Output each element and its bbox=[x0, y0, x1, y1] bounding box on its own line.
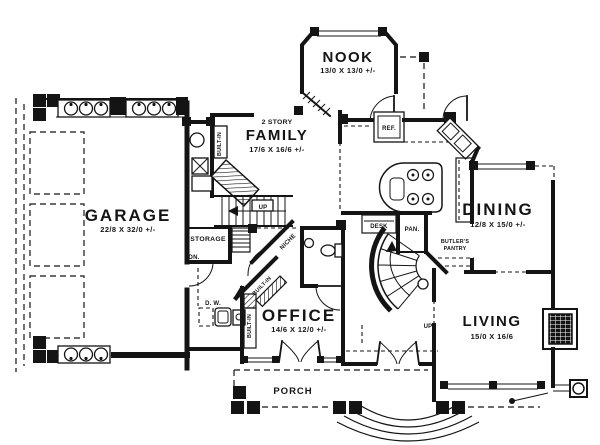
refrigerator-box bbox=[373, 111, 405, 143]
washer-box bbox=[214, 307, 232, 327]
storage-label: STORAGE bbox=[190, 236, 226, 243]
nook-label: NOOK bbox=[323, 49, 374, 66]
porch-columns bbox=[231, 386, 465, 414]
down-label: DN. bbox=[189, 255, 200, 261]
family-structure bbox=[182, 110, 346, 233]
dishwasher-label: D. W. bbox=[205, 301, 221, 307]
curved-stair bbox=[369, 226, 429, 313]
angled-sink-counter bbox=[436, 117, 480, 160]
butlers-pantry-label-1: BUTLER'S bbox=[441, 239, 470, 245]
pantry-closet bbox=[396, 211, 428, 254]
powder-room bbox=[300, 226, 345, 311]
dining-structure bbox=[464, 160, 555, 274]
stair-lower-flight bbox=[231, 227, 251, 253]
dishwasher-future bbox=[198, 307, 214, 327]
porch-structure bbox=[231, 369, 540, 442]
laundry-area bbox=[185, 268, 246, 364]
fireplace bbox=[542, 308, 578, 350]
garage-structure bbox=[15, 94, 190, 372]
family-story-label: 2 STORY bbox=[262, 119, 293, 126]
built-in-family-label: BUILT-IN bbox=[217, 132, 223, 156]
dining-dims: 12/8 X 15/0 +/- bbox=[470, 220, 526, 229]
curved-stair-treads bbox=[377, 233, 423, 310]
family-corner-fireplace bbox=[210, 158, 260, 207]
main-stair bbox=[187, 195, 293, 287]
family-built-in-cabinet bbox=[213, 125, 228, 159]
dining-label: DINING bbox=[462, 200, 534, 219]
curved-steps bbox=[336, 403, 480, 442]
up-main-label: UP bbox=[259, 205, 268, 211]
up-curved-label: UP bbox=[424, 324, 433, 330]
garage-label: GARAGE bbox=[85, 206, 172, 225]
corner-pier bbox=[553, 379, 588, 398]
nook-dims: 13/0 X 13/0 +/- bbox=[320, 66, 376, 75]
nook-angled-window bbox=[301, 91, 332, 118]
utility-sink bbox=[189, 132, 205, 148]
powder-sink bbox=[303, 237, 315, 249]
hall-built-in-cabinet bbox=[255, 275, 288, 308]
office-built-in-cabinet bbox=[243, 293, 257, 349]
built-in-office-label: BUILT-IN bbox=[247, 314, 253, 338]
office-dims: 14/6 X 12/0 +/- bbox=[271, 325, 327, 334]
kitchen-island bbox=[378, 162, 443, 213]
entry-structure bbox=[341, 268, 438, 402]
toilet bbox=[320, 243, 343, 258]
butlers-pantry-label-2: PANTRY bbox=[444, 246, 467, 252]
living-label: LIVING bbox=[462, 313, 521, 330]
room-labels: NOOK 13/0 X 13/0 +/- 2 STORY FAMILY 17/6… bbox=[85, 49, 534, 397]
refrigerator-label: REF. bbox=[382, 126, 396, 132]
living-structure bbox=[440, 270, 588, 404]
family-dims: 17/6 X 16/6 +/- bbox=[249, 145, 305, 154]
niche-label: NICHE bbox=[279, 233, 297, 251]
desk-label: DESK bbox=[370, 224, 388, 230]
nook-structure bbox=[294, 27, 429, 123]
family-label: FAMILY bbox=[246, 127, 309, 144]
garage-parking-spaces bbox=[29, 131, 85, 339]
garage-window-bottom bbox=[63, 347, 109, 362]
garage-dims: 22/8 X 32/0 +/- bbox=[100, 225, 156, 234]
garage-window-top-left bbox=[63, 101, 109, 116]
living-dims: 15/0 X 16/6 bbox=[471, 332, 514, 341]
office-label: OFFICE bbox=[262, 306, 336, 325]
pantry-label: PAN. bbox=[405, 227, 420, 233]
garage-window-top-right bbox=[131, 101, 177, 116]
porch-label: PORCH bbox=[273, 386, 312, 397]
stair-newel-curl bbox=[417, 278, 429, 290]
office-french-doors bbox=[277, 339, 323, 364]
appliance-box bbox=[191, 157, 209, 175]
cooktop bbox=[406, 168, 435, 206]
entry-double-doors bbox=[375, 340, 421, 366]
office-structure bbox=[233, 285, 345, 364]
counter-box bbox=[191, 175, 213, 192]
